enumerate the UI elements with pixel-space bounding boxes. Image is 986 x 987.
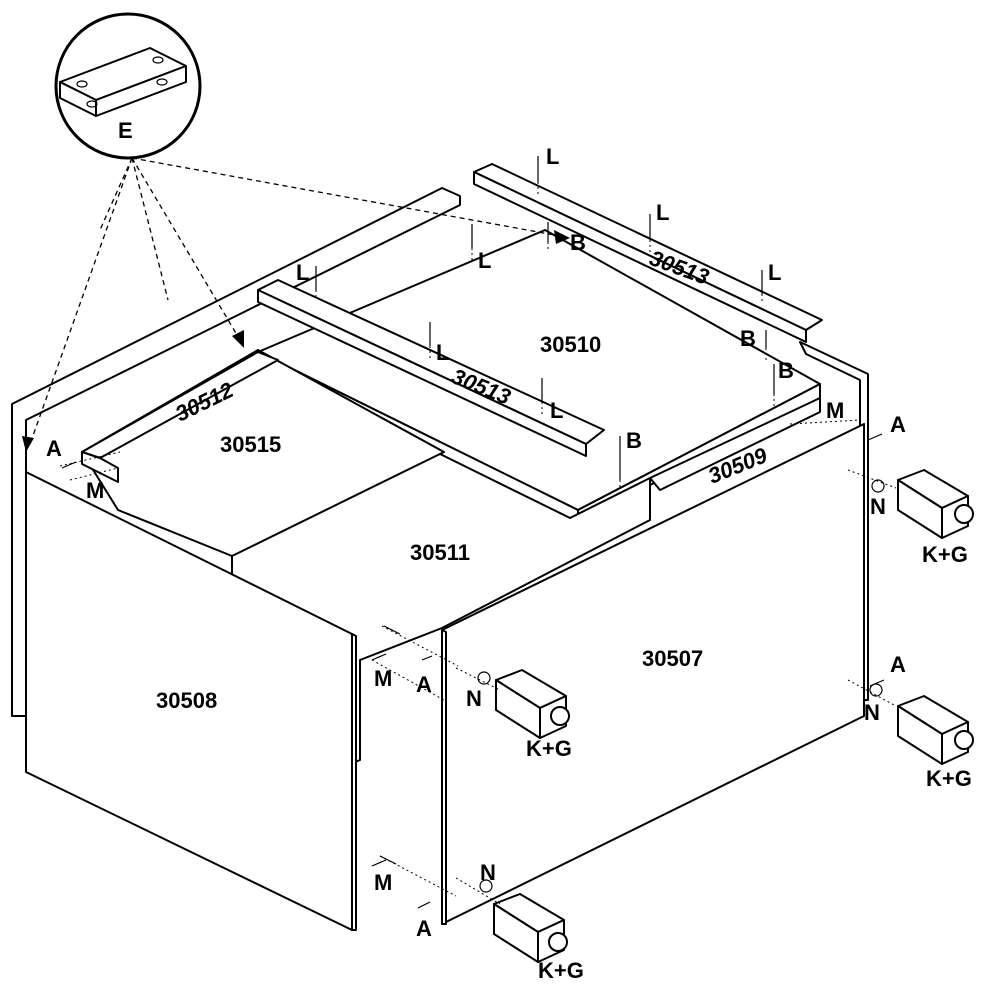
label-b-2: B	[740, 326, 756, 351]
label-n-2: N	[864, 700, 880, 725]
callout-leaders	[22, 157, 570, 452]
label-n-3: N	[466, 686, 482, 711]
foot-right-bottom: K+G	[897, 695, 974, 791]
label-a-5: A	[416, 916, 432, 941]
part-label-30511: 30511	[410, 540, 470, 565]
kg-label-right-bottom: K+G	[926, 766, 972, 791]
label-l-4: L	[478, 248, 491, 273]
part-label-30508: 30508	[156, 688, 217, 713]
fittings	[59, 419, 897, 909]
part-label-30507: 30507	[642, 646, 703, 671]
label-b-3: B	[778, 358, 794, 383]
label-b-1: B	[570, 230, 586, 255]
label-l-5: L	[296, 260, 309, 285]
detail-label-e: E	[118, 118, 133, 143]
kg-label-front-middle: K+G	[526, 736, 572, 761]
foot-front-middle: K+G	[495, 669, 572, 761]
label-a-3: A	[890, 652, 906, 677]
label-a-4: A	[416, 672, 432, 697]
foot-front-bottom: K+G	[493, 893, 584, 983]
label-m-1: M	[86, 478, 104, 503]
rail-30513-mid: 30513	[257, 279, 605, 457]
hardware-labels: L L L L L L L B B B B A A A A A M M M M …	[46, 144, 906, 941]
label-b-4: B	[626, 428, 642, 453]
label-l-7: L	[550, 398, 563, 423]
panel-30507: 30507	[441, 423, 865, 925]
label-l-6: L	[436, 340, 449, 365]
label-m-3: M	[374, 666, 392, 691]
label-l-2: L	[656, 200, 669, 225]
label-a-1: A	[46, 436, 62, 461]
label-a-2: A	[890, 412, 906, 437]
label-m-2: M	[826, 398, 844, 423]
panel-30508: 30508	[25, 471, 357, 931]
label-l-3: L	[768, 260, 781, 285]
part-label-30510: 30510	[540, 332, 601, 357]
label-l-1: L	[546, 144, 559, 169]
label-m-4: M	[374, 870, 392, 895]
left-side-panel	[11, 187, 461, 717]
label-n-4: N	[480, 860, 496, 885]
screws	[315, 156, 775, 488]
foot-right-top: K+G	[897, 469, 974, 567]
kg-label-front-bottom: K+G	[538, 958, 584, 982]
detail-callout-e: E	[54, 12, 202, 160]
kg-label-right-top: K+G	[922, 542, 968, 567]
label-n-1: N	[870, 494, 886, 519]
part-label-30515: 30515	[220, 432, 281, 457]
